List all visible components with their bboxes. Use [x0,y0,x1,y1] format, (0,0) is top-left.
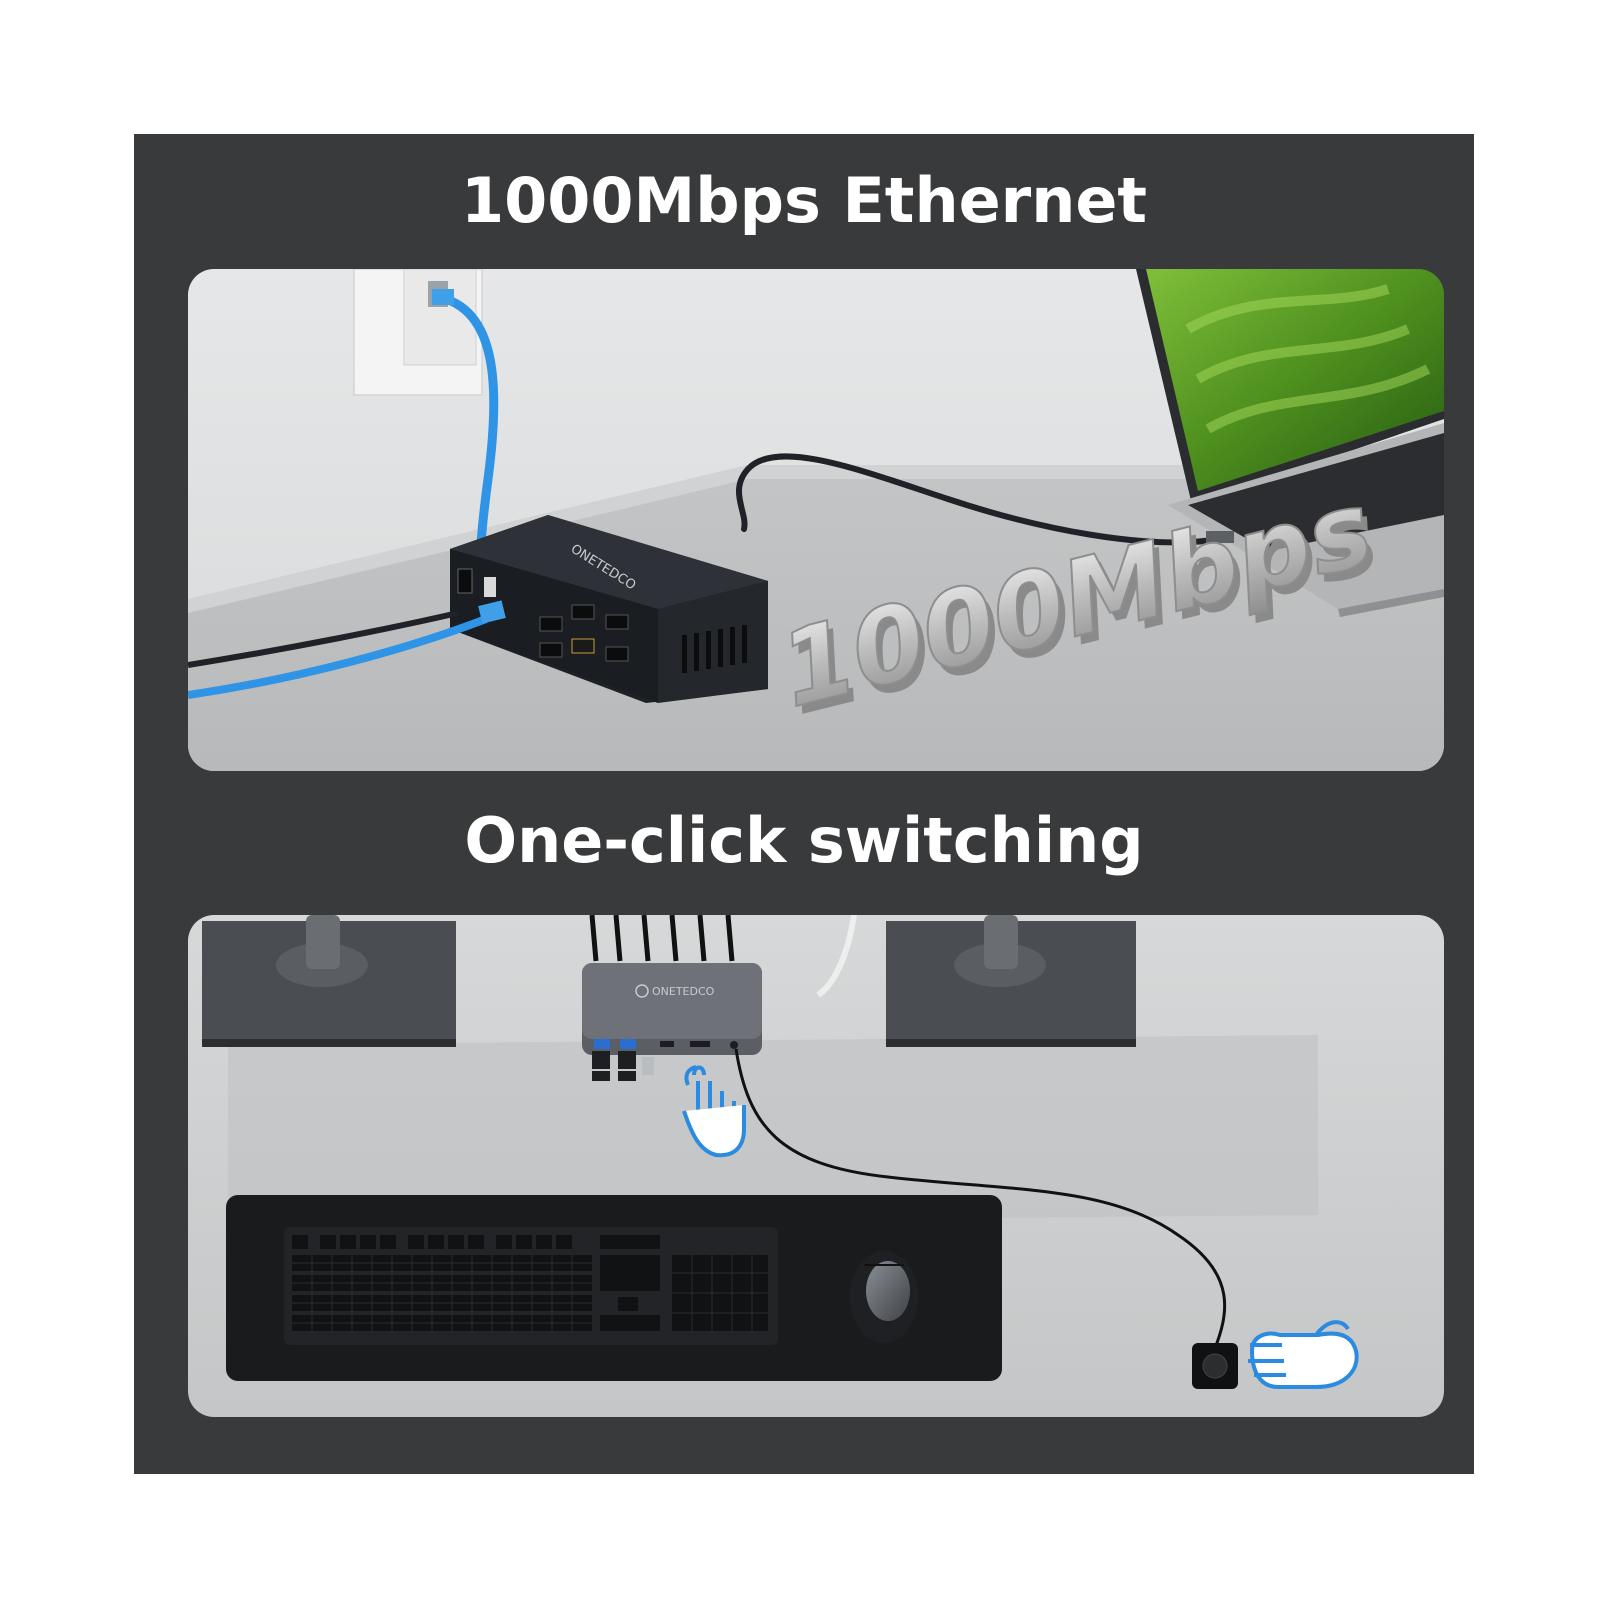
usb-c-port [660,1041,674,1047]
docking-station: ONETEDCO [450,515,768,703]
rj45-plug-dock [478,600,506,624]
usb-port [594,1039,610,1049]
usb-plugs [592,1051,654,1081]
power-switch [457,568,473,594]
video-cables [589,915,735,962]
white-cable [816,915,857,998]
usb-port [605,614,629,630]
mouse [850,1251,918,1343]
section-title-ethernet: 1000Mbps Ethernet [460,164,1148,237]
switch-button-port [730,1041,738,1049]
switching-photo-panel: ONETEDCO [188,915,1444,1417]
usb-c-plug [1206,531,1234,543]
displayport [539,642,563,658]
desk-edge [188,465,1444,613]
tap-hand-icon [682,1065,746,1158]
laptop [1136,269,1444,617]
remote-switch-button [1192,1343,1238,1389]
product-frame: 1000Mbps Ethernet [134,134,1474,1474]
monitor-stand-left [202,915,456,1047]
monitor-stand-right [886,915,1136,1047]
rj45-plug-wall [432,289,454,305]
power-label [484,577,496,597]
press-hand-icon [1248,1320,1359,1389]
hdmi-port [571,638,595,654]
displayport [605,646,629,662]
brand-logo-icon [635,984,649,998]
remote-switch-cable [734,1048,1227,1352]
ethernet-photo-panel: ONETEDCO 1000Mbps 1000Mbps [188,269,1444,771]
sd-card-slot [690,1041,710,1047]
ethernet-scene: ONETEDCO 1000Mbps 1000Mbps [188,269,1444,771]
usb-port [571,604,595,620]
ethernet-cable-dock [188,615,488,699]
monitor-shadow [228,1035,1318,1225]
usb-c-host-cable [735,453,1223,546]
keyboard [284,1227,778,1345]
section-title-switching: One-click switching [464,804,1144,877]
switching-scene: ONETEDCO [188,915,1444,1417]
kvm-docking-station: ONETEDCO [582,963,762,1055]
brand-logo: ONETEDCO [652,985,715,998]
usb-port [620,1039,636,1049]
power-cable [188,610,459,668]
usb-port [539,616,563,632]
ethernet-wall-outlet [353,269,483,396]
